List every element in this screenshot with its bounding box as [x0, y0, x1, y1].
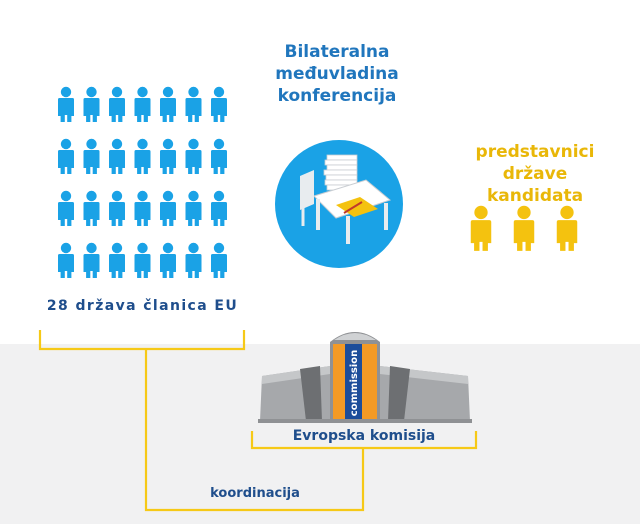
person-icon [135, 191, 151, 226]
person-icon [84, 191, 100, 226]
candidates-line-1: predstavnici [455, 141, 615, 163]
person-icon [135, 243, 151, 278]
person-icon [109, 243, 125, 278]
person-icon [84, 139, 100, 174]
title-line-1: Bilateralna [262, 41, 412, 63]
candidate-representatives [471, 206, 577, 251]
commission-sign-text: commission [349, 350, 360, 416]
person-icon [84, 87, 100, 122]
person-icon [84, 243, 100, 278]
person-icon [514, 206, 534, 251]
person-icon [186, 87, 202, 122]
member-states-label: 28 država članica EU [40, 298, 245, 314]
title-line-3: konferencija [262, 85, 412, 107]
coordination-label: koordinacija [150, 486, 360, 501]
person-icon [135, 139, 151, 174]
person-icon [160, 243, 176, 278]
person-icon [109, 139, 125, 174]
person-icon [211, 191, 227, 226]
person-icon [109, 191, 125, 226]
person-icon [58, 243, 74, 278]
conference-title: Bilateralna međuvladina konferencija [262, 41, 412, 107]
person-icon [160, 139, 176, 174]
person-icon [109, 87, 125, 122]
person-icon [186, 243, 202, 278]
person-icon [211, 139, 227, 174]
commission-label: Evropska komisija [252, 428, 476, 444]
candidates-line-2: države kandidata [455, 163, 615, 207]
title-line-2: međuvladina [262, 63, 412, 85]
person-icon [58, 139, 74, 174]
person-icon [160, 87, 176, 122]
person-icon [211, 243, 227, 278]
person-icon [58, 87, 74, 122]
member-states-grid [58, 87, 227, 278]
person-icon [58, 191, 74, 226]
person-icon [135, 87, 151, 122]
conference-table-icon [275, 140, 403, 268]
person-icon [557, 206, 577, 251]
person-icon [186, 191, 202, 226]
person-icon [211, 87, 227, 122]
commission-building-icon: commission [258, 332, 472, 423]
person-icon [471, 206, 491, 251]
person-icon [160, 191, 176, 226]
candidate-representatives-label: predstavnici države kandidata [455, 141, 615, 207]
person-icon [186, 139, 202, 174]
